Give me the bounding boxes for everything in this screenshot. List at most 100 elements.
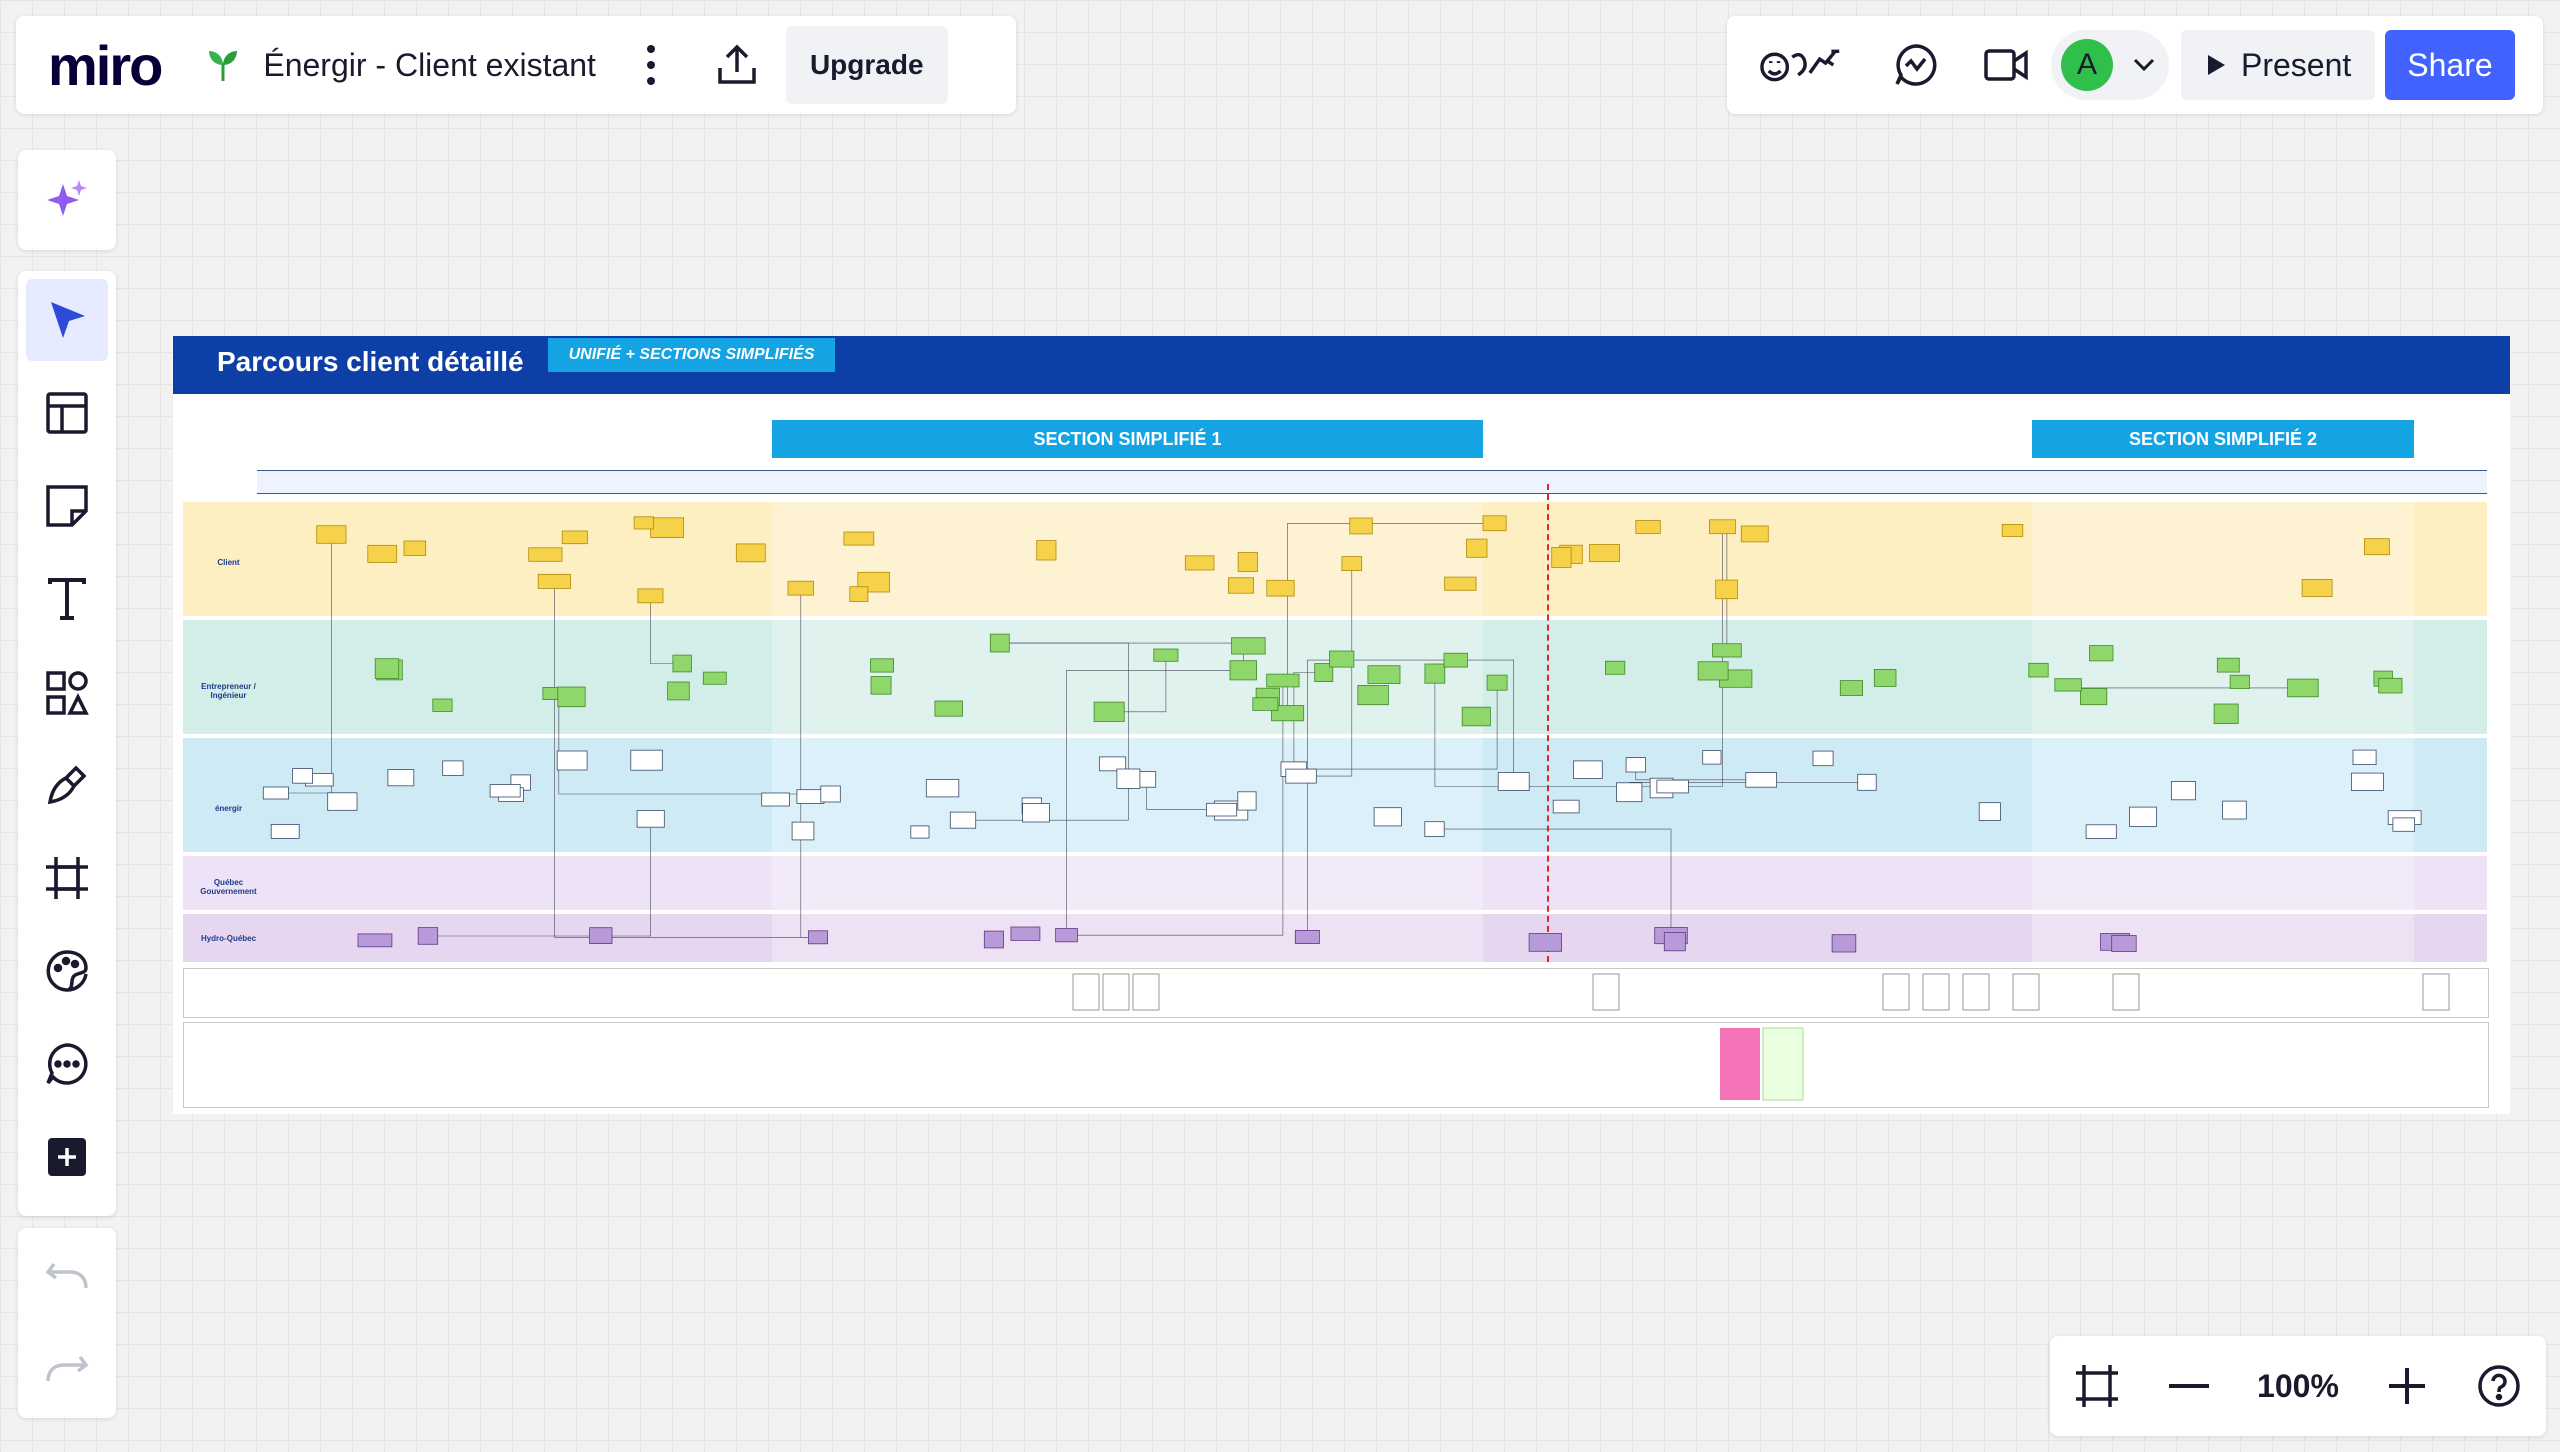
flow-step[interactable] bbox=[1715, 579, 1738, 600]
present-button[interactable]: Present bbox=[2181, 30, 2376, 100]
flow-step[interactable] bbox=[1482, 515, 1507, 532]
flow-step[interactable] bbox=[1573, 760, 1603, 779]
flow-step[interactable] bbox=[1697, 661, 1729, 681]
flow-step[interactable] bbox=[1745, 772, 1778, 788]
flow-step[interactable] bbox=[1349, 517, 1373, 535]
frame-icon[interactable] bbox=[26, 837, 108, 919]
pink-note-card[interactable] bbox=[1720, 1028, 1760, 1100]
flow-step[interactable] bbox=[1252, 697, 1279, 711]
flow-step[interactable] bbox=[270, 823, 300, 839]
process-flow-diagram[interactable] bbox=[173, 336, 2510, 1114]
flow-step[interactable] bbox=[934, 700, 963, 717]
flow-step[interactable] bbox=[2216, 657, 2240, 673]
flow-step[interactable] bbox=[1314, 663, 1334, 683]
zoom-out-icon[interactable] bbox=[2168, 1383, 2209, 1389]
flow-step[interactable] bbox=[761, 792, 790, 807]
flow-step[interactable] bbox=[1424, 821, 1445, 837]
export-icon[interactable] bbox=[712, 35, 762, 95]
flow-step[interactable] bbox=[557, 686, 586, 708]
flow-step[interactable] bbox=[1137, 771, 1157, 788]
flow-step[interactable] bbox=[1010, 926, 1041, 941]
sticky-note-icon[interactable] bbox=[26, 465, 108, 547]
document-card[interactable] bbox=[1882, 973, 1910, 1011]
flow-step[interactable] bbox=[528, 547, 563, 562]
green-note-card[interactable] bbox=[1762, 1027, 1804, 1101]
flow-step[interactable] bbox=[1831, 934, 1857, 953]
flow-step[interactable] bbox=[1329, 650, 1355, 668]
flow-step[interactable] bbox=[1873, 668, 1897, 687]
flow-step[interactable] bbox=[1551, 547, 1572, 568]
flow-step[interactable] bbox=[637, 588, 664, 604]
flow-step[interactable] bbox=[417, 927, 439, 945]
document-card[interactable] bbox=[2112, 973, 2140, 1011]
document-card[interactable] bbox=[1102, 973, 1130, 1011]
flow-step[interactable] bbox=[2287, 678, 2319, 698]
flow-step[interactable] bbox=[1266, 579, 1295, 597]
miro-logo[interactable]: miro bbox=[48, 33, 163, 97]
flow-step[interactable] bbox=[989, 633, 1010, 653]
flow-step[interactable] bbox=[1367, 665, 1401, 684]
document-card[interactable] bbox=[1962, 973, 1990, 1011]
flow-step[interactable] bbox=[1812, 750, 1834, 767]
share-button[interactable]: Share bbox=[2385, 30, 2515, 100]
flow-step[interactable] bbox=[387, 769, 415, 787]
flow-step[interactable] bbox=[843, 531, 875, 546]
flow-step[interactable] bbox=[367, 544, 398, 563]
flow-step[interactable] bbox=[633, 516, 654, 530]
flow-step[interactable] bbox=[808, 930, 829, 945]
flow-step[interactable] bbox=[1055, 928, 1078, 943]
flow-step[interactable] bbox=[791, 821, 815, 841]
flow-step[interactable] bbox=[1294, 930, 1320, 945]
flow-step[interactable] bbox=[556, 750, 588, 771]
chevron-down-icon[interactable] bbox=[2133, 58, 2155, 72]
flow-step[interactable] bbox=[1285, 768, 1317, 784]
document-card[interactable] bbox=[2012, 973, 2040, 1011]
video-icon[interactable] bbox=[1981, 35, 2031, 95]
flow-step[interactable] bbox=[925, 778, 960, 798]
board-title[interactable]: Énergir - Client existant bbox=[263, 46, 596, 83]
flow-step[interactable] bbox=[910, 825, 930, 839]
sticker-icon[interactable] bbox=[26, 930, 108, 1012]
shapes-icon[interactable] bbox=[26, 651, 108, 733]
flow-step[interactable] bbox=[432, 698, 453, 712]
flow-step[interactable] bbox=[1740, 525, 1769, 543]
flow-step[interactable] bbox=[1237, 791, 1257, 811]
document-card[interactable] bbox=[1072, 973, 1100, 1011]
sparkle-icon[interactable] bbox=[26, 159, 108, 241]
flow-step[interactable] bbox=[327, 792, 358, 811]
flow-step[interactable] bbox=[870, 676, 892, 695]
flow-step[interactable] bbox=[2352, 749, 2377, 766]
avatar[interactable]: A bbox=[2061, 39, 2113, 91]
flow-step[interactable] bbox=[1663, 932, 1686, 952]
flow-step[interactable] bbox=[636, 810, 665, 828]
zoom-level[interactable]: 100% bbox=[2257, 1367, 2339, 1404]
collaborators-button[interactable]: A bbox=[2051, 30, 2169, 100]
flow-step[interactable] bbox=[949, 811, 977, 829]
zoom-in-icon[interactable] bbox=[2387, 1366, 2427, 1406]
flow-step[interactable] bbox=[2080, 688, 2108, 706]
flow-step[interactable] bbox=[374, 658, 400, 679]
flow-step[interactable] bbox=[1099, 756, 1127, 772]
flow-step[interactable] bbox=[1184, 555, 1215, 571]
flow-step[interactable] bbox=[1486, 674, 1508, 691]
flow-step[interactable] bbox=[2222, 800, 2247, 820]
flow-step[interactable] bbox=[1093, 701, 1125, 722]
flow-step[interactable] bbox=[403, 540, 427, 556]
flow-step[interactable] bbox=[735, 543, 766, 563]
flow-step[interactable] bbox=[489, 784, 521, 798]
flow-step[interactable] bbox=[1656, 779, 1689, 794]
flow-step[interactable] bbox=[2129, 806, 2157, 827]
redo-icon[interactable] bbox=[26, 1327, 108, 1409]
flow-step[interactable] bbox=[2001, 523, 2024, 537]
text-icon[interactable] bbox=[26, 558, 108, 640]
flow-step[interactable] bbox=[1357, 684, 1389, 706]
flow-step[interactable] bbox=[2028, 662, 2049, 678]
flow-step[interactable] bbox=[2089, 645, 2114, 662]
pen-icon[interactable] bbox=[26, 744, 108, 826]
flow-step[interactable] bbox=[787, 580, 814, 596]
flow-step[interactable] bbox=[1616, 782, 1643, 803]
flow-step[interactable] bbox=[1341, 556, 1363, 572]
flow-step[interactable] bbox=[1231, 637, 1266, 655]
flow-step[interactable] bbox=[702, 671, 727, 685]
flow-step[interactable] bbox=[1206, 802, 1238, 817]
